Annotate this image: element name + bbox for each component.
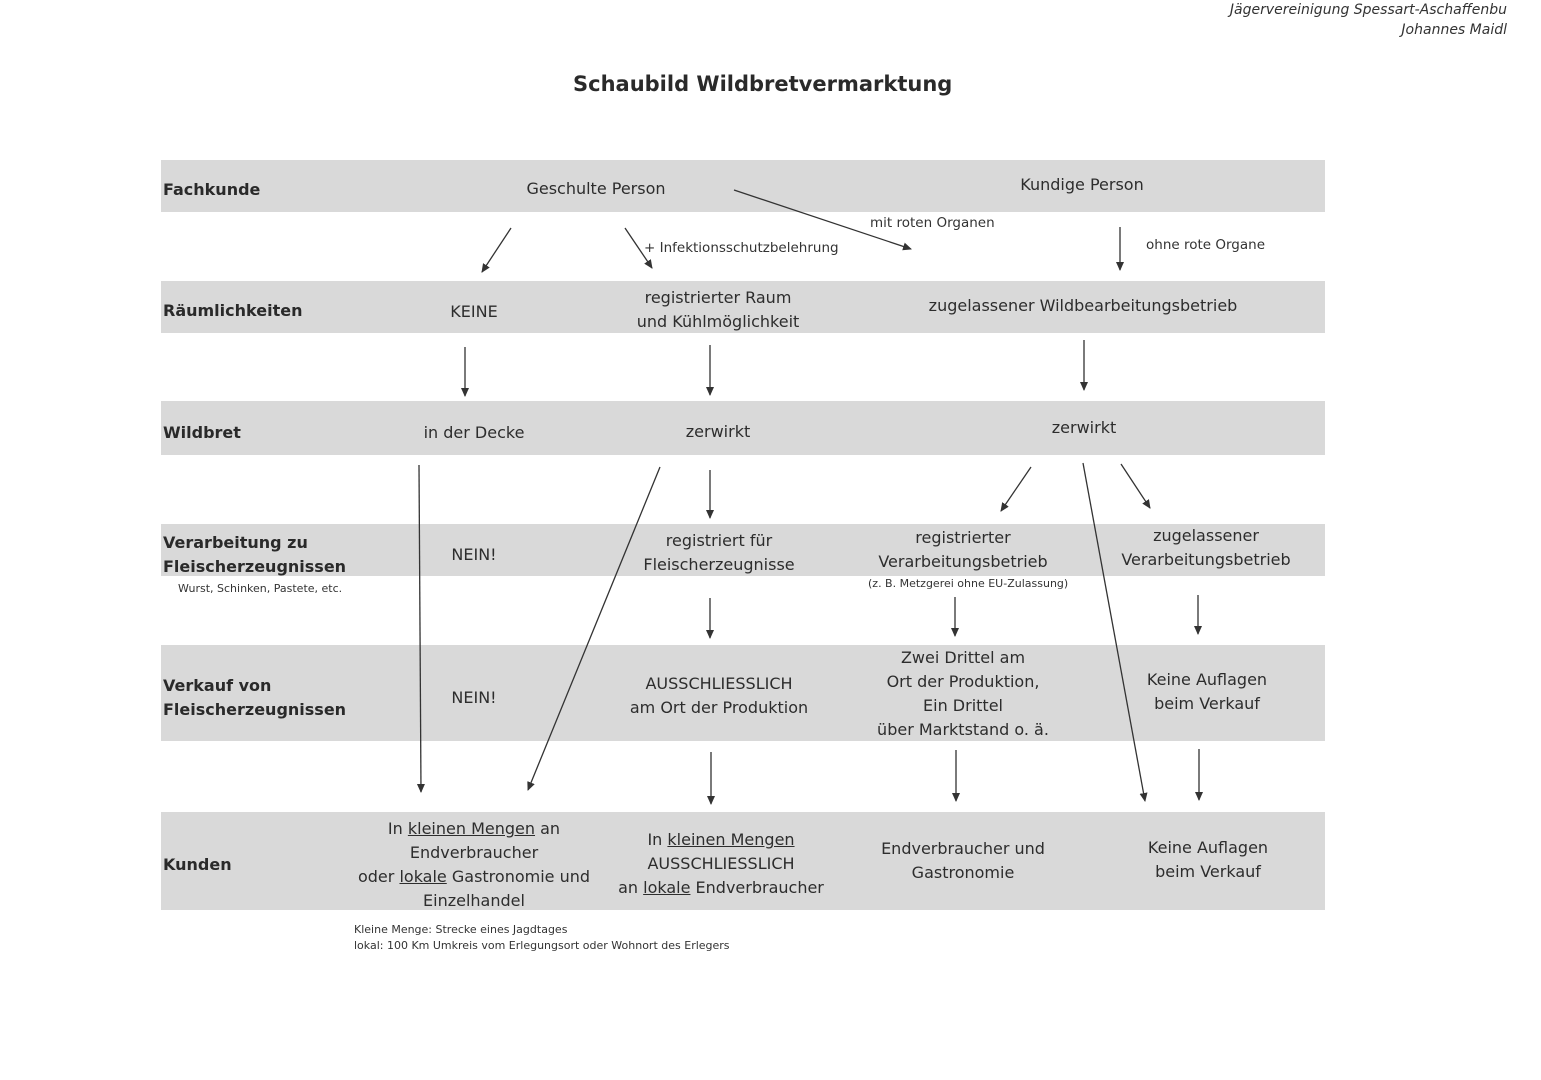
verarbeitungsbetrieb-note: (z. B. Metzgerei ohne EU-Zulassung) — [868, 577, 1069, 590]
row-band-kunden — [161, 812, 1325, 910]
kunden-c2-line1: In kleinen Mengen — [647, 830, 795, 849]
cell-registrierter-verarbeitungsbetrieb: registrierter Verarbeitungsbetrieb — [853, 526, 1073, 574]
cell-keine-raeume: KEINE — [450, 302, 498, 321]
cell-zugelassener-verarbeitungsbetrieb: zugelassener Verarbeitungsbetrieb — [1106, 524, 1306, 572]
row-band-wildbret — [161, 401, 1325, 455]
kunden-c4-line1: Keine Auflagen — [1147, 838, 1269, 857]
row-label-fachkunde: Fachkunde — [163, 180, 261, 199]
cell-zugelassener-verarbeitungsbetrieb-line1: zugelassener — [1153, 526, 1259, 545]
cell-registrierter-verarbeitungsbetrieb-line1: registrierter — [915, 528, 1011, 547]
cell-ausschliesslich-ort-line2: am Ort der Produktion — [629, 698, 809, 717]
row-band-verarbeitung — [161, 524, 1325, 576]
cell-verkauf-keine-auflagen-line1: Keine Auflagen — [1146, 670, 1268, 689]
kunden-c2-line2: AUSSCHLIESSLICH — [647, 854, 795, 873]
cell-kunden-kleine-mengen: In kleinen Mengen an Endverbraucher oder… — [354, 817, 594, 913]
kunden-c1-line3: oder lokale Gastronomie und — [357, 867, 591, 886]
annotation-ohne-rote-organe: ohne rote Organe — [1146, 237, 1266, 253]
kunden-c4-line2: beim Verkauf — [1155, 862, 1261, 881]
row-label-raeumlichkeiten: Räumlichkeiten — [163, 301, 303, 320]
page-title: Schaubild Wildbretvermarktung — [573, 72, 953, 96]
cell-zwei-drittel-line2: Ort der Produktion, — [886, 672, 1040, 691]
kunden-c3-line1: Endverbraucher und — [881, 839, 1045, 858]
cell-registriert-fleischerzeugnisse: registriert für Fleischerzeugnisse — [619, 529, 819, 577]
footnote-kleine-menge: Kleine Menge: Strecke eines Jagdtages — [354, 923, 568, 936]
cell-kundige-person: Kundige Person — [1020, 175, 1144, 194]
annotation-infektionsschutz: + Infektionsschutzbelehrung — [644, 240, 839, 256]
cell-in-der-decke: in der Decke — [423, 423, 525, 442]
footnote-lokal: lokal: 100 Km Umkreis vom Erlegungsort o… — [354, 939, 730, 952]
arrow-decke-kunden — [416, 464, 425, 793]
cell-registrierter-raum-line2: und Kühlmöglichkeit — [636, 312, 800, 331]
cell-zwei-drittel-line4: über Marktstand o. ä. — [877, 720, 1049, 739]
row-label-verkauf: Verkauf von Fleischerzeugnissen — [163, 674, 346, 722]
arrow-geschult-betrieb — [733, 189, 912, 251]
cell-geschulte-person: Geschulte Person — [526, 179, 666, 198]
row-label-verarbeitung-line2: Fleischerzeugnissen — [163, 557, 347, 576]
cell-verkauf-keine-auflagen-line2: beim Verkauf — [1154, 694, 1260, 713]
arrow-zerwirkt-kunden — [527, 466, 661, 791]
row-label-verkauf-line1: Verkauf von — [163, 676, 272, 695]
cell-ausschliesslich-ort: AUSSCHLIESSLICH am Ort der Produktion — [604, 672, 834, 720]
cell-zugelassener-verarbeitungsbetrieb-line2: Verarbeitungsbetrieb — [1121, 550, 1291, 569]
row-label-verkauf-line2: Fleischerzeugnissen — [163, 700, 347, 719]
cell-zwei-drittel-line1: Zwei Drittel am — [900, 648, 1026, 667]
cell-kunden-endverbraucher-gastronomie: Endverbraucher und Gastronomie — [853, 837, 1073, 885]
arrow-zerwirkt-zugbetrieb — [1120, 463, 1151, 509]
header-author: Johannes Maidl — [1401, 22, 1507, 38]
header-organisation: Jägervereinigung Spessart-Aschaffenbu — [1229, 2, 1507, 18]
cell-registriert-fleischerzeugnisse-line2: Fleischerzeugnisse — [643, 555, 795, 574]
row-label-verarbeitung: Verarbeitung zu Fleischerzeugnissen — [163, 531, 346, 579]
kunden-c2-line3: an lokale Endverbraucher — [618, 878, 824, 897]
row-label-wildbret: Wildbret — [163, 423, 241, 442]
arrow-geschult-keine — [481, 227, 512, 273]
arrow-geschult-raum — [624, 227, 653, 269]
cell-zwei-drittel: Zwei Drittel am Ort der Produktion, Ein … — [853, 646, 1073, 742]
cell-registrierter-raum-line1: registrierter Raum — [644, 288, 792, 307]
cell-registrierter-raum: registrierter Raum und Kühlmöglichkeit — [608, 286, 828, 334]
kunden-c1-line1: In kleinen Mengen an — [387, 819, 561, 838]
cell-wildbearbeitungsbetrieb: zugelassener Wildbearbeitungsbetrieb — [928, 296, 1238, 315]
row-band-raeumlichkeiten — [161, 281, 1325, 333]
cell-ausschliesslich-ort-line1: AUSSCHLIESSLICH — [645, 674, 793, 693]
cell-kunden-ausschliesslich: In kleinen Mengen AUSSCHLIESSLICH an lok… — [606, 828, 836, 900]
kunden-c3-line2: Gastronomie — [911, 863, 1015, 882]
annotation-mit-roten-organen: mit roten Organen — [870, 215, 995, 231]
cell-verkauf-keine-auflagen: Keine Auflagen beim Verkauf — [1107, 668, 1307, 716]
cell-zwei-drittel-line3: Ein Drittel — [923, 696, 1003, 715]
row-band-fachkunde — [161, 160, 1325, 212]
cell-registrierter-verarbeitungsbetrieb-line2: Verarbeitungsbetrieb — [878, 552, 1048, 571]
arrow-zerwirkt-kunden-keine — [1082, 462, 1148, 802]
cell-verarbeitung-nein: NEIN! — [451, 545, 497, 564]
cell-kunden-keine-auflagen: Keine Auflagen beim Verkauf — [1108, 836, 1308, 884]
cell-verkauf-nein: NEIN! — [451, 688, 497, 707]
row-label-kunden: Kunden — [163, 855, 232, 874]
row-label-verarbeitung-line1: Verarbeitung zu — [163, 533, 308, 552]
cell-registriert-fleischerzeugnisse-line1: registriert für — [665, 531, 773, 550]
kunden-c1-line2: Endverbraucher — [409, 843, 539, 862]
kunden-c1-line4: Einzelhandel — [423, 891, 525, 910]
verarbeitung-examples-note: Wurst, Schinken, Pastete, etc. — [178, 582, 343, 595]
cell-zerwirkt-zugelassen: zerwirkt — [1051, 418, 1117, 437]
arrow-zerwirkt-regbetrieb — [1000, 466, 1032, 512]
cell-zerwirkt-registriert: zerwirkt — [685, 422, 751, 441]
